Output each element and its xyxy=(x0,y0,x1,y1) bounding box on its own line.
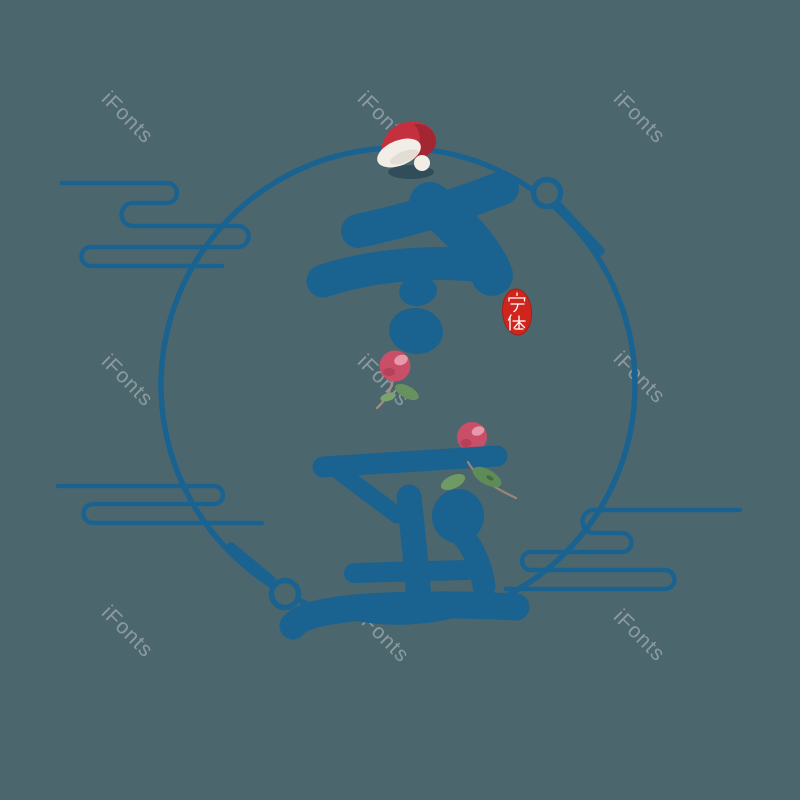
hat-pompom xyxy=(414,155,430,171)
frame-terminal-circle-bottom-left xyxy=(268,577,302,611)
hat-cap-shade xyxy=(408,123,437,158)
cloud-scroll-bottom-left-icon xyxy=(55,483,265,526)
berry-floating xyxy=(375,350,419,410)
seal-badge xyxy=(501,288,533,336)
cloud-scroll-right-icon xyxy=(503,507,743,592)
character-dong xyxy=(306,171,519,355)
circle-frame xyxy=(158,145,638,625)
character-zhi xyxy=(279,445,530,640)
berry-middle-ball xyxy=(457,422,487,452)
cloud-scroll-top-left-icon xyxy=(59,180,251,269)
berry-middle-leaves xyxy=(440,460,518,500)
frame-terminal-circle-top-right xyxy=(530,176,564,210)
frame-stub-top-right xyxy=(553,201,605,256)
santa-hat-icon xyxy=(377,121,437,179)
frame-stub-bottom-left xyxy=(226,542,276,585)
seal-glyphs xyxy=(507,292,526,331)
